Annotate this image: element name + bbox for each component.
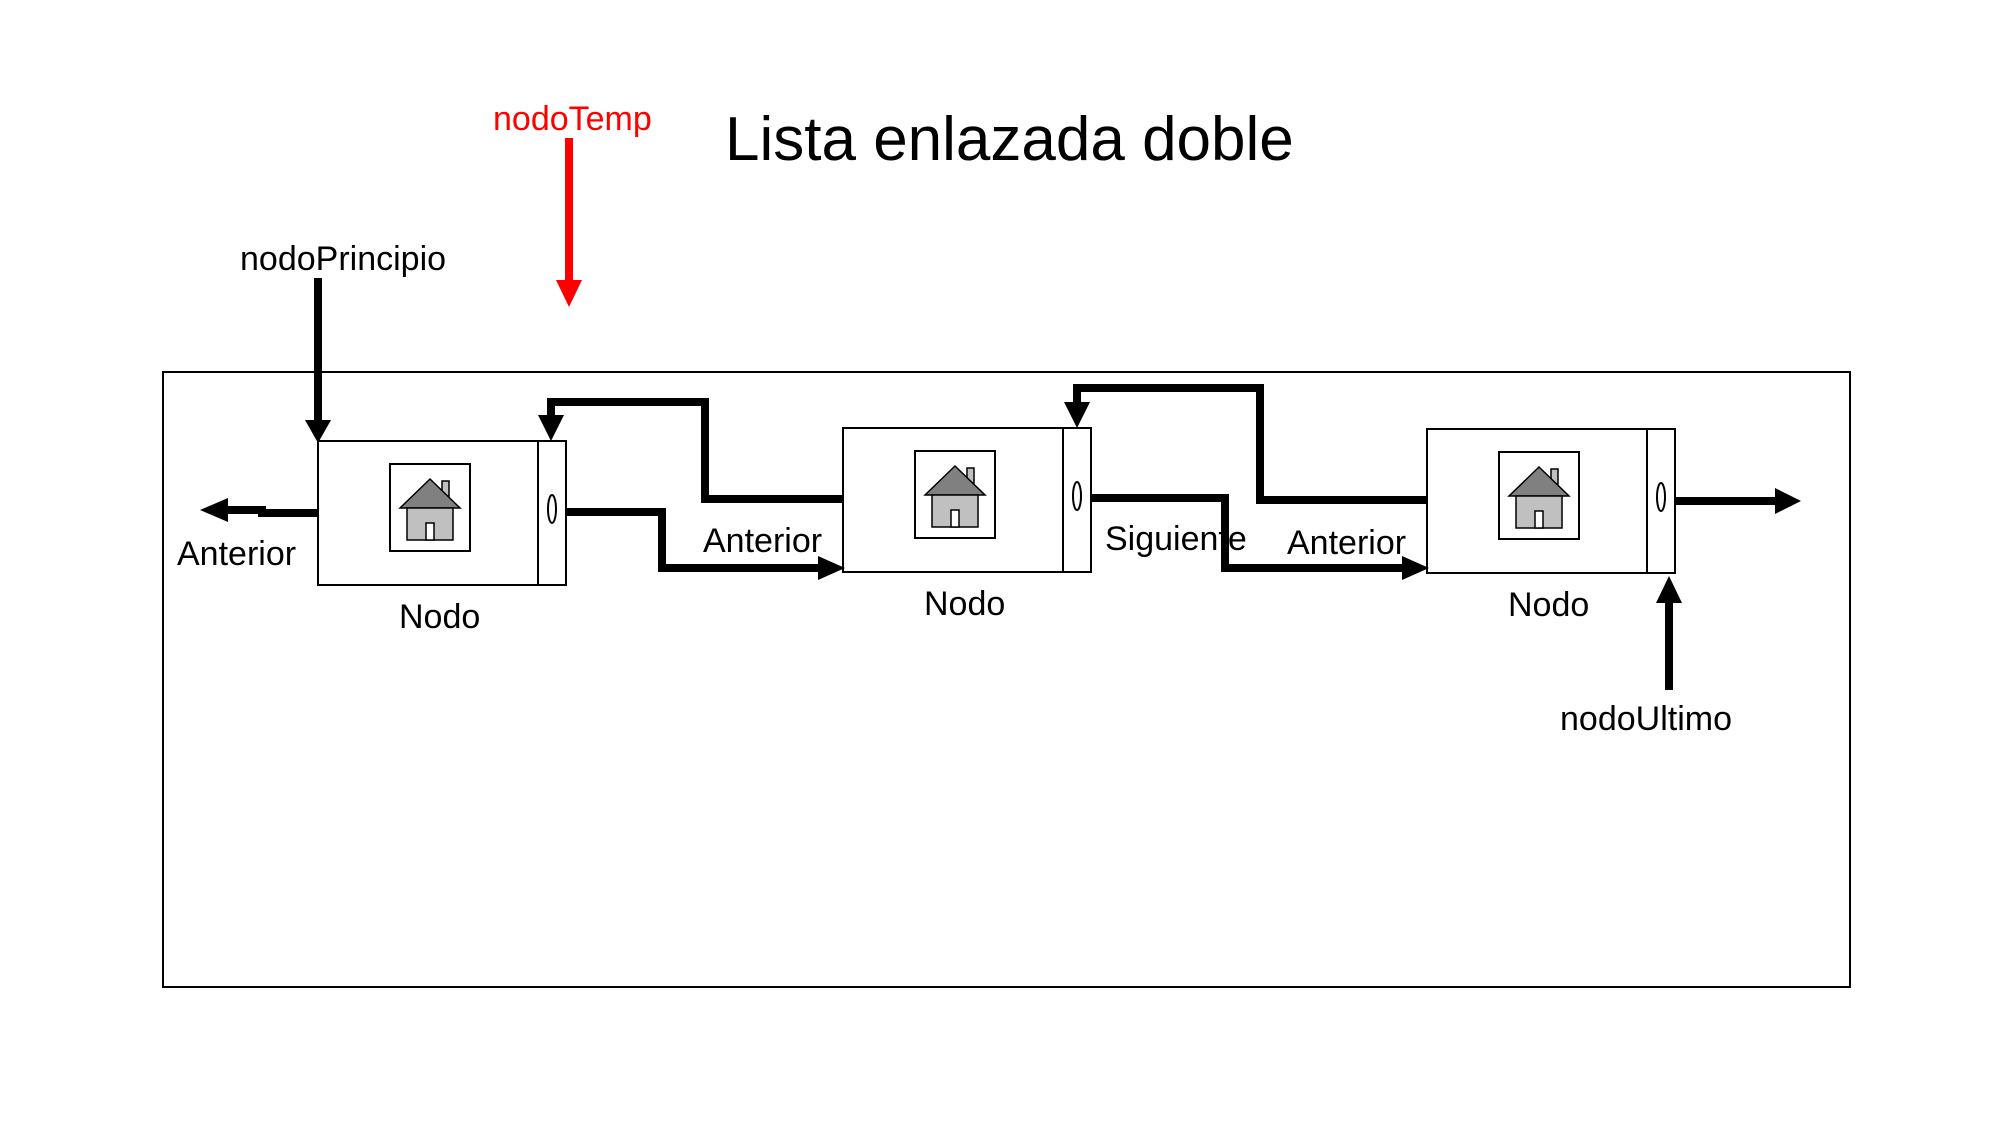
node-1-prev-arrowhead	[200, 498, 228, 522]
link-node3-to-node2-arrowhead	[1064, 402, 1090, 428]
link-node3-to-node2	[1073, 384, 1427, 504]
node-3-next-arrowhead	[1775, 488, 1801, 514]
node-2-next-label: Siguiente	[1105, 520, 1247, 558]
link-node1-to-node2-arrowhead	[818, 556, 845, 580]
node-2-pointer-slot	[1072, 481, 1082, 511]
start-pointer-arrowhead	[305, 420, 331, 443]
node-1-prev-link	[228, 506, 318, 517]
node-1-pointer-slot	[547, 494, 557, 524]
node-1: Nodo	[317, 440, 567, 636]
node-1-prev-label: Anterior	[177, 535, 296, 573]
house-icon	[1498, 451, 1580, 540]
link-node2-to-node3-arrowhead	[1402, 556, 1429, 580]
node-2-label: Nodo	[924, 585, 1005, 623]
node-3-prev-label: Anterior	[1287, 524, 1406, 562]
link-node2-to-node1-arrowhead	[538, 415, 564, 441]
node-3-label: Nodo	[1508, 586, 1589, 624]
end-pointer-arrowhead	[1656, 576, 1682, 603]
link-node2-to-node3	[1091, 494, 1402, 572]
node-2: Nodo	[842, 427, 1092, 623]
temp-pointer-arrowhead	[556, 280, 582, 307]
node-3-pointer-slot	[1656, 482, 1666, 512]
pointer-label-temp: nodoTemp	[493, 100, 652, 138]
node-2-prev-label: Anterior	[703, 522, 822, 560]
link-node2-to-node1	[547, 398, 843, 503]
link-node1-to-node2	[566, 508, 818, 572]
diagram-title: Lista enlazada doble	[725, 105, 1294, 174]
pointer-label-start: nodoPrincipio	[240, 240, 446, 278]
house-icon	[914, 450, 996, 539]
pointer-label-end: nodoUltimo	[1560, 700, 1732, 738]
house-icon	[389, 463, 471, 552]
node-1-label: Nodo	[399, 598, 480, 636]
node-3: Nodo	[1426, 428, 1676, 624]
list-container	[162, 371, 1851, 988]
